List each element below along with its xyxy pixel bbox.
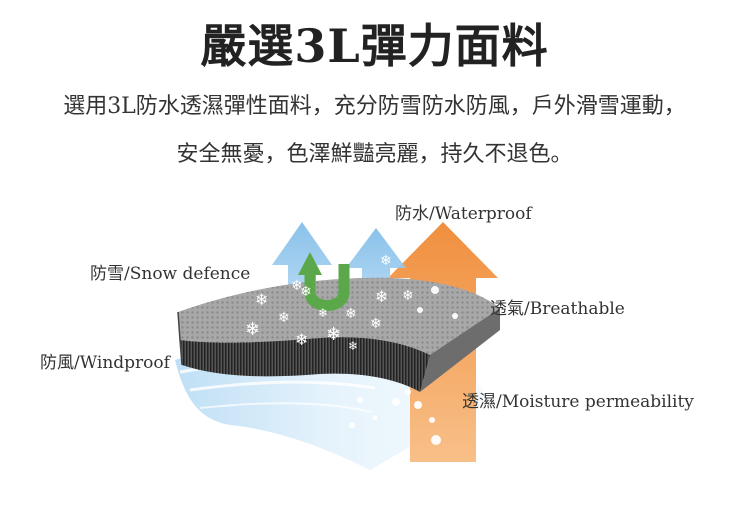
svg-text:❄: ❄ bbox=[295, 330, 308, 349]
snowflake-icon: ❄ ❄ ❄ ❄ ❄ ❄ ❄ ❄ ❄ ❄ ❄ ❄ ❄ ❄ bbox=[245, 253, 414, 353]
svg-text:❄: ❄ bbox=[348, 339, 358, 353]
label-moisture-permeability: 透濕/Moisture permeability bbox=[462, 392, 694, 412]
svg-text:❄: ❄ bbox=[345, 306, 357, 322]
description-line-1: 選用3L防水透濕彈性面料，充分防雪防水防風，戶外滑雪運動， bbox=[63, 94, 686, 119]
outer-fabric-layer bbox=[177, 277, 500, 392]
label-waterproof: 防水/Waterproof bbox=[395, 204, 532, 224]
u-turn-arrow-icon bbox=[298, 252, 350, 311]
label-breathable: 透氣/Breathable bbox=[490, 299, 625, 319]
svg-text:❄: ❄ bbox=[255, 290, 268, 309]
water-drop-icon bbox=[349, 286, 458, 445]
label-windproof: 防風/Windproof bbox=[40, 353, 170, 373]
svg-text:❄: ❄ bbox=[375, 287, 388, 306]
svg-text:❄: ❄ bbox=[380, 253, 392, 269]
svg-text:❄: ❄ bbox=[402, 288, 414, 304]
svg-text:❄: ❄ bbox=[326, 324, 341, 345]
svg-text:❄: ❄ bbox=[370, 316, 382, 332]
svg-text:❄: ❄ bbox=[278, 310, 290, 326]
svg-text:❄: ❄ bbox=[300, 284, 312, 300]
svg-text:❄: ❄ bbox=[318, 306, 328, 320]
label-snow-defence: 防雪/Snow defence bbox=[90, 264, 251, 284]
description-line-2: 安全無憂，色澤鮮豔亮麗，持久不退色。 bbox=[176, 142, 573, 167]
svg-text:❄: ❄ bbox=[245, 319, 260, 340]
svg-text:❄: ❄ bbox=[291, 278, 303, 294]
page-title: 嚴選3L彈力面料 bbox=[200, 19, 549, 73]
